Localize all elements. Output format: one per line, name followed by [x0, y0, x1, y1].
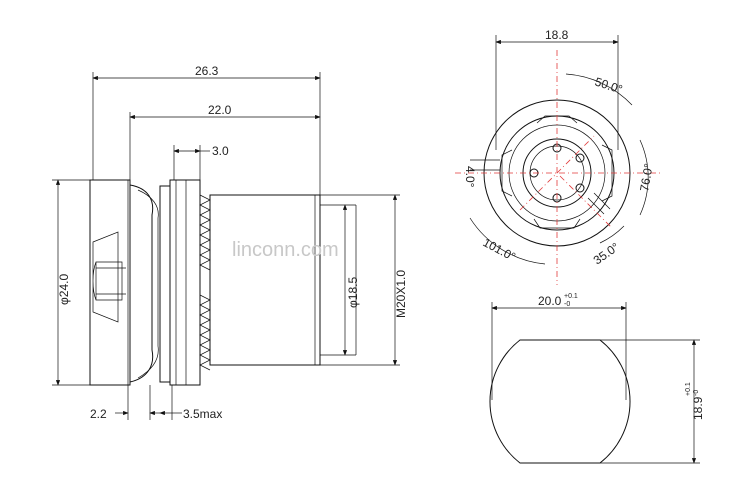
dim-flange-diameter: φ24.0 [57, 274, 71, 305]
pin-2 [575, 153, 585, 163]
angle-left: 4.0° [463, 166, 477, 188]
angle-right: 76.0° [637, 162, 656, 192]
o-ring [129, 184, 154, 383]
dim-thread: M20X1.0 [394, 270, 408, 318]
panel-nut [159, 185, 171, 383]
panel-cutout-shape [489, 339, 631, 464]
dim-cutout-height-tol-upper: +0.1 [685, 382, 692, 396]
dim-cutout-width: 20.0 [538, 294, 562, 308]
dim-sleeve-diameter: φ18.5 [346, 277, 360, 308]
dim-cutout-width-tol-upper: +0.1 [564, 293, 578, 300]
dim-panel-thickness: 3.5max [183, 407, 222, 421]
angle-bottom-right: 35.0° [591, 240, 622, 268]
connector-sleeve [209, 194, 321, 366]
pin-4 [575, 183, 585, 193]
thread-teeth [199, 194, 211, 371]
watermark: linconn.com [232, 239, 339, 261]
angle-bottom-left: 101.0° [481, 235, 519, 264]
dim-body-length: 22.0 [208, 103, 232, 117]
front-latch-profile [92, 231, 123, 323]
side-view: 26.3 22.0 3.0 φ24.0 φ18.5 M20X1.0 2.2 [52, 64, 408, 421]
dim-cutout-width-tol-lower: -0 [564, 301, 570, 308]
connector-flange [89, 179, 131, 386]
dim-front-width: 18.8 [545, 28, 569, 42]
dim-cutout-height-tol-lower: -0 [693, 390, 700, 396]
dim-overall-length: 26.3 [195, 64, 219, 78]
cutout-view: 20.0 +0.1 -0 18.9 +0.1 -0 [489, 293, 705, 464]
dim-front-offset: 2.2 [90, 407, 107, 421]
front-view: 18.8 50.0° 76.0° 35.0° 101.0° 4.0° [455, 28, 660, 285]
dim-cutout-height: 18.9 [691, 396, 705, 420]
angle-top: 50.0° [593, 75, 624, 97]
dim-flange-thickness: 3.0 [212, 144, 229, 158]
